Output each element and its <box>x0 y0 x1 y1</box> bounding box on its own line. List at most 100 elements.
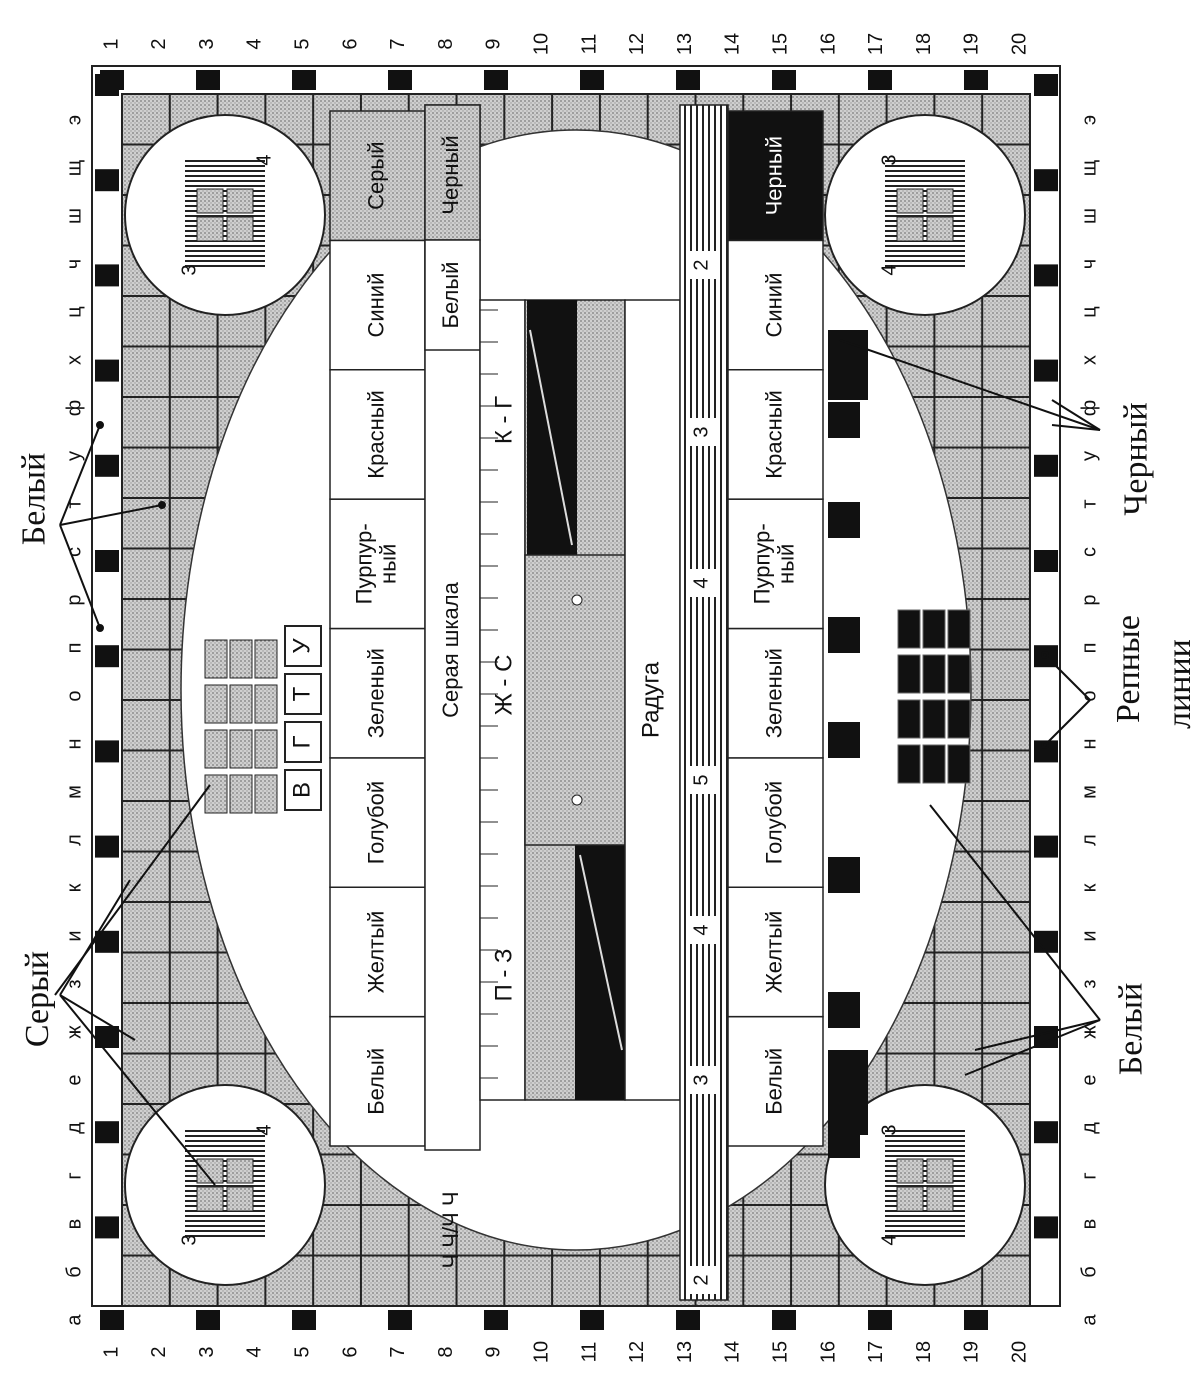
color-bar-label: Голубой <box>761 781 786 864</box>
edge-letter-right: в <box>1078 1219 1100 1230</box>
edge-letter-right: к <box>1078 883 1100 892</box>
edge-letter-left: д <box>63 1122 85 1134</box>
edge-letter-right: щ <box>1078 160 1100 176</box>
burst-number: 2 <box>690 259 712 270</box>
edge-letter-right: п <box>1078 643 1100 654</box>
annotation-marker-lines-2: линии <box>1160 639 1196 729</box>
burst-number: 2 <box>690 1274 712 1285</box>
black-label: Черный <box>438 135 463 214</box>
rainbow-row: Радуга <box>624 299 681 1101</box>
color-bar-label: Желтый <box>363 911 388 994</box>
edge-number-bottom: 10 <box>530 1341 552 1363</box>
color-bar-label: Зеленый <box>363 648 388 738</box>
annotation-marker-lines-1: Репные <box>1109 615 1147 723</box>
edge-number-top: 17 <box>865 33 887 55</box>
edge-number-top: 13 <box>674 33 696 55</box>
edge-number-top: 16 <box>817 33 839 55</box>
annotation-gray: Серый <box>19 950 57 1048</box>
edge-letter-right: ч <box>1078 259 1100 269</box>
edge-letter-right: ж <box>1078 1025 1100 1039</box>
edge-letter-left: х <box>63 355 85 365</box>
edge-letter-right: х <box>1078 355 1100 365</box>
edge-number-top: 18 <box>913 33 935 55</box>
edge-number-top: 9 <box>483 38 505 49</box>
edge-number-bottom: 5 <box>291 1346 313 1357</box>
edge-letter-right: б <box>1078 1266 1100 1277</box>
burst-number: 3 <box>690 426 712 437</box>
chch-label: Ч Ч/Ч Ч <box>438 1192 463 1269</box>
edge-letter-left: к <box>63 883 85 892</box>
edge-letter-left: е <box>63 1074 85 1085</box>
pz-label: П - З <box>490 948 517 1001</box>
edge-letter-right: р <box>1078 594 1100 605</box>
edge-letter-left: ж <box>63 1025 85 1039</box>
edge-number-bottom: 11 <box>578 1342 600 1363</box>
edge-letter-right: и <box>1078 930 1100 941</box>
edge-letter-left: т <box>63 499 85 508</box>
edge-number-top: 3 <box>196 38 218 49</box>
corner-circles: 3 4 3 4 4 3 4 3 <box>124 114 1026 1286</box>
edge-letter-left: б <box>63 1266 85 1277</box>
edge-number-top: 2 <box>148 38 170 49</box>
edge-number-top: 7 <box>387 38 409 49</box>
burst-number: 4 <box>690 577 712 588</box>
dark-block-row <box>524 299 626 1101</box>
kg-label: К - Г <box>490 396 517 444</box>
color-bar-label: Синий <box>363 273 388 338</box>
color-bar-label: Черный <box>761 136 786 215</box>
edge-number-bottom: 13 <box>674 1341 696 1363</box>
edge-letter-left: у <box>63 451 85 461</box>
leader-lines <box>54 339 1101 1186</box>
edge-letter-left: ч <box>63 259 85 269</box>
edge-letter-right: г <box>1078 1172 1100 1179</box>
color-bars-top: БелыйЖелтыйГолубойЗеленыйПурпур-ныйКрасн… <box>329 110 426 1147</box>
color-bar-label: Желтый <box>761 911 786 994</box>
edge-number-top: 12 <box>626 33 648 55</box>
edge-letter-right: м <box>1078 785 1100 799</box>
edge-letter-left: ш <box>63 208 85 224</box>
edge-letter-right: о <box>1078 690 1100 701</box>
edge-letter-left: г <box>63 1172 85 1179</box>
edge-letter-left: п <box>63 643 85 654</box>
edge-number-bottom: 8 <box>435 1346 457 1357</box>
edge-number-top: 8 <box>435 38 457 49</box>
color-bar-label: Красный <box>363 390 388 479</box>
zhs-label: Ж - С <box>490 655 517 716</box>
edge-letter-left: м <box>63 785 85 799</box>
color-bar-label: Голубой <box>363 781 388 864</box>
edge-number-top: 6 <box>339 38 361 49</box>
edge-letter-right: ф <box>1078 400 1100 416</box>
edge-letter-left: с <box>63 547 85 557</box>
edge-number-top: 19 <box>961 33 983 55</box>
circle-number: 4 <box>253 1124 275 1135</box>
color-bar-label: Зеленый <box>761 648 786 738</box>
circle-number: 3 <box>178 1234 200 1245</box>
edge-number-top: 10 <box>530 33 552 55</box>
edge-number-bottom: 7 <box>387 1346 409 1357</box>
edge-number-top: 4 <box>244 38 266 49</box>
circle-number: 3 <box>878 154 900 165</box>
edge-number-bottom: 16 <box>817 1341 839 1363</box>
edge-letter-left: в <box>63 1219 85 1230</box>
edge-letter-right: з <box>1078 979 1100 988</box>
edge-number-bottom: 12 <box>626 1341 648 1363</box>
color-bar-label: Синий <box>761 273 786 338</box>
gray-scale-label: Серая шкала <box>438 581 463 717</box>
edge-number-bottom: 4 <box>244 1346 266 1357</box>
circle-number: 3 <box>878 1124 900 1135</box>
annotation-black: Черный <box>1117 402 1155 516</box>
transition-row: П - З Ж - С К - Г <box>479 299 526 1101</box>
edge-letter-right: э <box>1078 115 1100 125</box>
edge-letter-right: у <box>1078 451 1100 461</box>
edge-number-top: 5 <box>291 38 313 49</box>
edge-labels: 1122334455667788991010111112121313141415… <box>63 33 1100 1363</box>
circle-number: 4 <box>878 264 900 275</box>
burst-number: 3 <box>690 1074 712 1085</box>
edge-letter-left: з <box>63 979 85 988</box>
edge-letter-right: ц <box>1078 306 1100 317</box>
circle-number: 4 <box>878 1234 900 1245</box>
edge-letter-right: д <box>1078 1122 1100 1134</box>
burst-number: 4 <box>690 924 712 935</box>
color-bars-bottom: БелыйЖелтыйГолубойЗеленыйПурпур-ныйКрасн… <box>727 110 824 1147</box>
